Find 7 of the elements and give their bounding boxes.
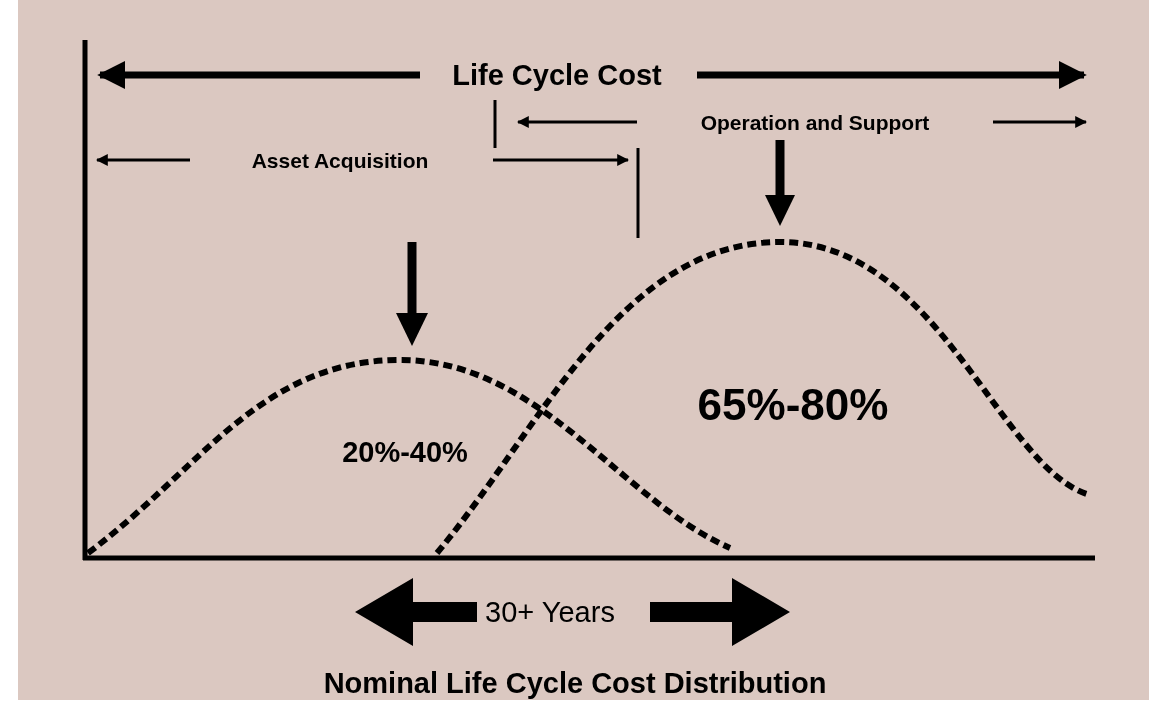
duration-label: 30+ Years xyxy=(485,597,615,627)
caption: Nominal Life Cycle Cost Distribution xyxy=(323,668,827,698)
span-label: Life Cycle Cost xyxy=(452,60,662,90)
percentage-label: 65%-80% xyxy=(697,383,889,427)
percentage-label: 20%-40% xyxy=(342,437,468,467)
span-label: Asset Acquisition xyxy=(251,149,429,171)
span-label: Operation and Support xyxy=(700,111,930,133)
